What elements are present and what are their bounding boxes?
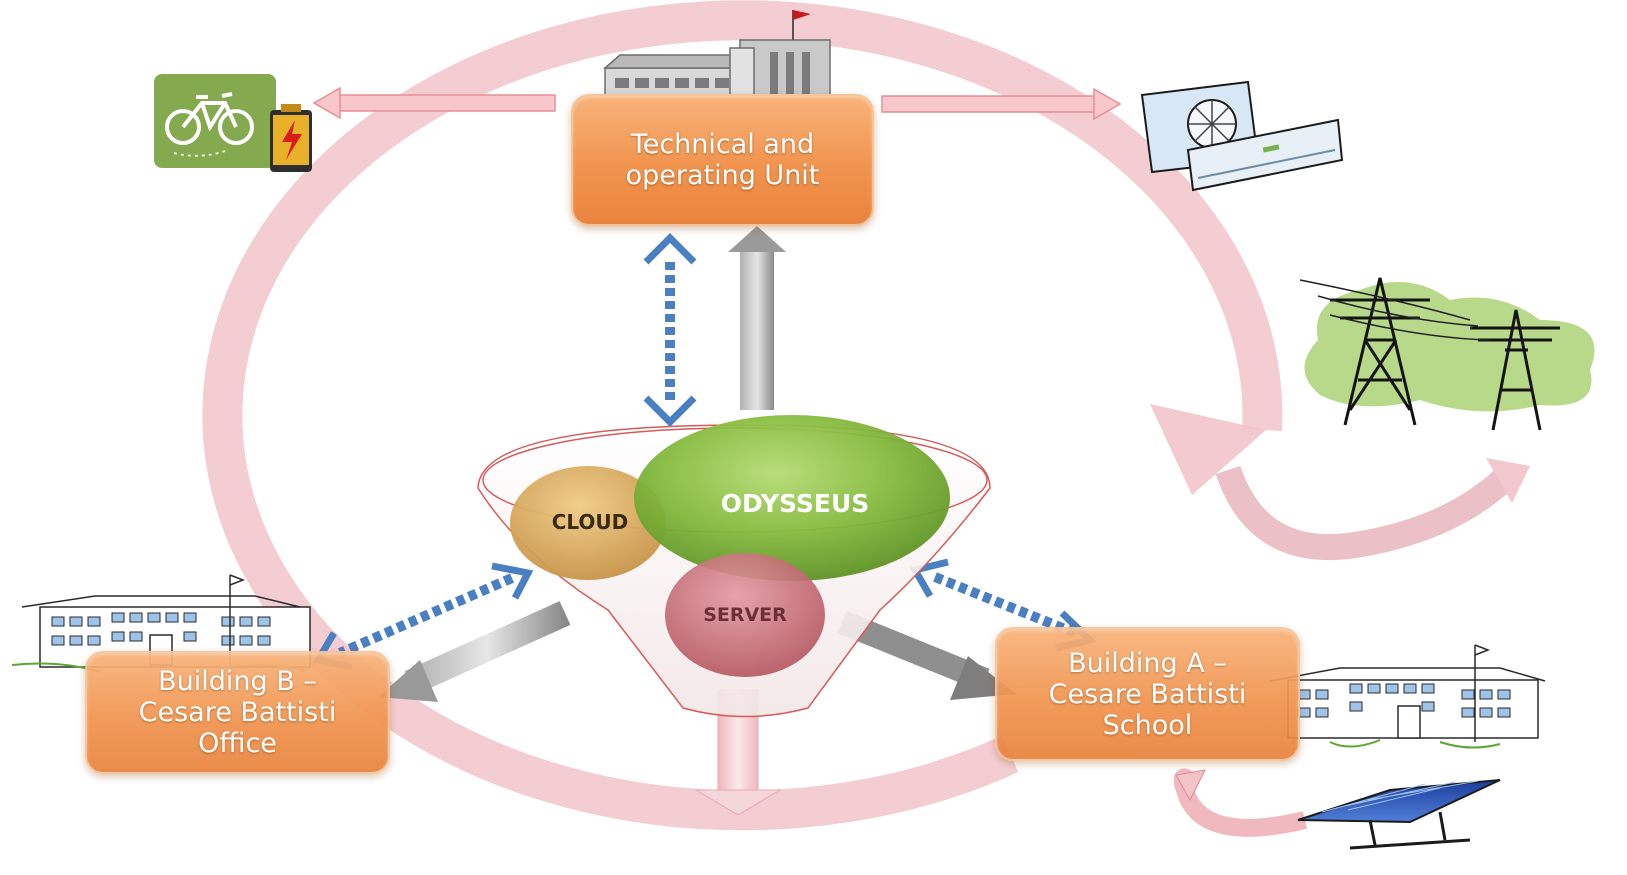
cycle-arrow bbox=[202, 0, 1283, 831]
power-pylon-icon bbox=[1299, 277, 1595, 431]
grey-arrow-to-building-b bbox=[378, 601, 571, 702]
server-bubble: SERVER bbox=[665, 553, 825, 677]
technical-operating-unit-label: Technical and operating Unit bbox=[625, 129, 820, 191]
air-conditioner-icon bbox=[1140, 80, 1344, 192]
arrow-to-ebike bbox=[312, 86, 556, 120]
cloud-bubble: CLOUD bbox=[510, 466, 666, 580]
cloud-label: CLOUD bbox=[552, 510, 629, 534]
odysseus-label: ODYSSEUS bbox=[721, 489, 870, 518]
technical-operating-unit-box: Technical and operating Unit bbox=[571, 94, 874, 226]
grey-arrow-to-technical-unit bbox=[728, 226, 786, 410]
building-a-box: Building A – Cesare Battisti School bbox=[995, 627, 1300, 761]
building-a-label: Building A – Cesare Battisti School bbox=[1048, 647, 1247, 741]
grey-arrow-to-building-a bbox=[837, 610, 1016, 700]
building-b-label: Building B – Cesare Battisti Office bbox=[138, 666, 337, 759]
solar-panel-icon bbox=[1297, 779, 1501, 850]
grid-exchange-arrow bbox=[1215, 458, 1530, 561]
data-link-technical-unit bbox=[643, 233, 697, 427]
solar-feed-arrow bbox=[1173, 768, 1308, 837]
server-label: SERVER bbox=[703, 604, 787, 626]
school-building-icon bbox=[1269, 644, 1546, 749]
bicycle-battery-icon bbox=[154, 74, 312, 172]
odysseus-bubble: ODYSSEUS bbox=[634, 415, 950, 581]
arrow-to-ac bbox=[881, 87, 1122, 121]
building-b-box: Building B – Cesare Battisti Office bbox=[85, 651, 390, 774]
